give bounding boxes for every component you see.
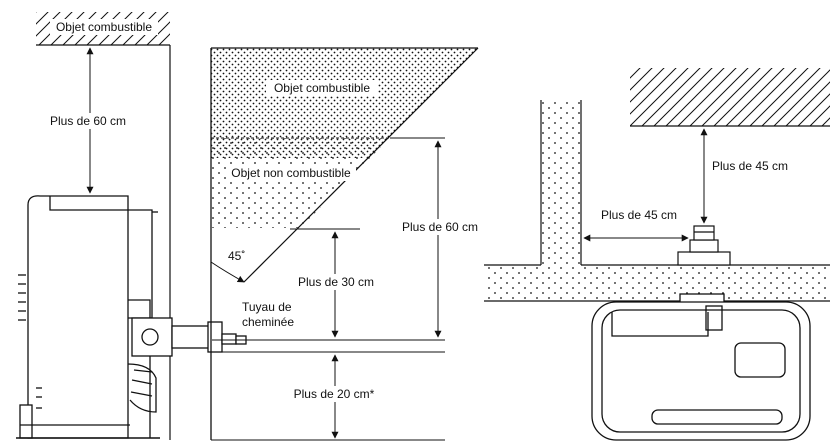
top-ceiling-hatch [630,68,830,126]
heater-top-view [591,293,811,441]
label-left-clearance: Plus de 60 cm [50,114,126,128]
label-top-clearance-45: Plus de 45 cm [712,159,788,173]
label-clearance-30: Plus de 30 cm [298,275,374,289]
right-panel: Plus de 45 cm Plus de 45 cm [484,68,830,441]
label-combustible-wall: Objet combustible [274,81,370,95]
label-combustible-top-left: Objet combustible [56,20,152,34]
combustible-wall-region [211,48,478,158]
label-angle: 45˚ [228,249,245,263]
label-non-combustible-wall: Objet non combustible [231,166,351,180]
floor-slab [484,265,830,301]
non-combustible-wall-region [211,138,390,228]
flue-outlet [677,225,731,266]
heater-side-view [16,195,160,439]
middle-panel: Objet combustible Objet non combustible … [210,47,484,441]
angle-arc [210,261,245,283]
flue-connector [127,317,247,413]
label-clearance-60-right: Plus de 60 cm [402,220,478,234]
label-chimney-line2: cheminée [242,315,294,329]
left-panel: Objet combustible Plus de 60 cm [16,12,247,440]
side-wall-column [541,100,581,265]
label-side-clearance-45: Plus de 45 cm [601,208,677,222]
label-chimney-line1: Tuyau de [242,300,292,314]
label-clearance-20: Plus de 20 cm* [294,387,375,401]
